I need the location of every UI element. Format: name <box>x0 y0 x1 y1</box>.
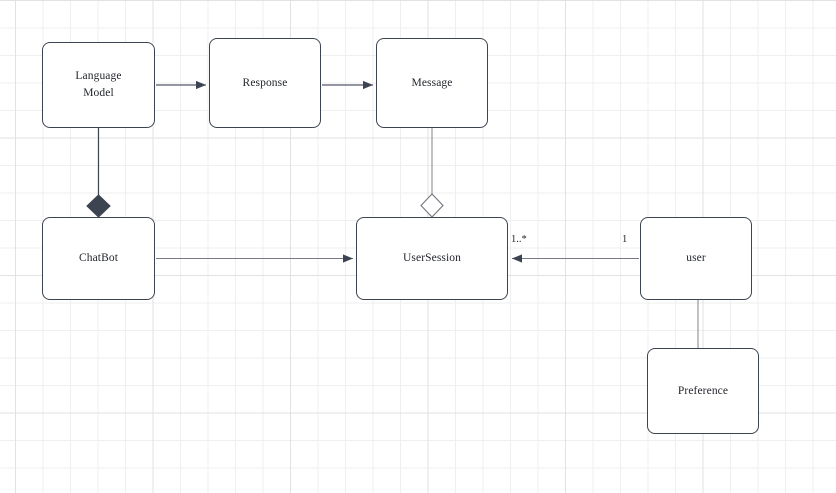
node-label-language-model: Language Model <box>75 70 122 99</box>
node-label-response: Response <box>242 76 288 89</box>
node-language-model[interactable]: Language Model <box>42 42 155 128</box>
filled-diamond-marker <box>86 194 111 218</box>
multiplicity-label-user: 1 <box>622 234 628 245</box>
hollow-diamond-marker <box>420 193 444 218</box>
edge-message-to-session <box>420 128 444 218</box>
node-label-chatbot: ChatBot <box>78 252 119 265</box>
node-response[interactable]: Response <box>209 38 321 128</box>
multiplicity-label-session: 1..* <box>511 234 527 245</box>
node-chatbot[interactable]: ChatBot <box>42 217 155 300</box>
node-preference[interactable]: Preference <box>647 348 759 434</box>
node-label-preference: Preference <box>677 384 729 397</box>
edge-lm-to-chatbot <box>86 128 111 218</box>
node-label-message: Message <box>411 76 453 89</box>
node-usersession[interactable]: UserSession <box>356 217 508 300</box>
node-user[interactable]: user <box>640 217 752 300</box>
node-message[interactable]: Message <box>376 38 488 128</box>
node-label-usersession: UserSession <box>403 252 461 265</box>
node-label-user: user <box>686 252 706 265</box>
